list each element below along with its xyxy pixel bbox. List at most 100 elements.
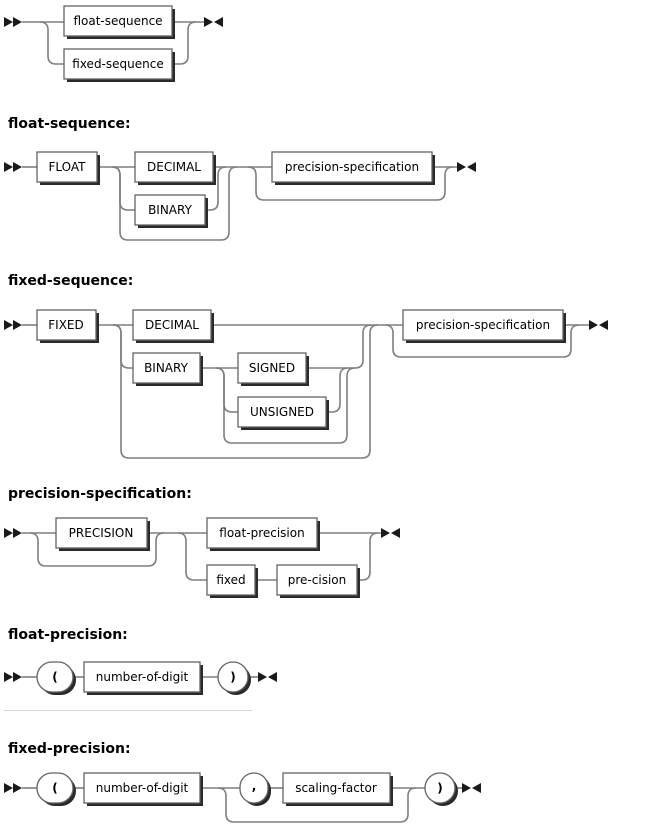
- box-number-of-digit: number-of-digit: [83, 661, 203, 695]
- box-frame: [282, 772, 391, 804]
- diagram-precision-specification: PRECISION float-precision fixed pre-cisi…: [4, 517, 400, 598]
- branch-connector: [215, 367, 238, 413]
- box-frame: [132, 352, 201, 384]
- bypass-connector: [29, 532, 165, 567]
- box-decimal: DECIMAL: [134, 151, 216, 185]
- box-frame: [217, 661, 249, 693]
- box-label: fixed-sequence: [72, 57, 163, 71]
- box-label: PRECISION: [69, 526, 134, 540]
- box-frame: [134, 194, 206, 226]
- start-arrow-icon: [4, 783, 22, 793]
- box-frame: [132, 309, 212, 341]
- box-decimal: DECIMAL: [132, 309, 214, 343]
- terminal-close-paren: ): [424, 772, 458, 806]
- box-frame: [83, 661, 201, 693]
- diagram-float-precision: ( number-of-digit ): [4, 661, 277, 695]
- bypass-connector: [384, 324, 580, 358]
- terminal-label: ): [230, 670, 235, 684]
- terminal-label: (: [52, 670, 57, 684]
- box-signed: SIGNED: [237, 352, 309, 386]
- start-arrow-icon: [4, 17, 22, 27]
- box-label: DECIMAL: [145, 318, 199, 332]
- merge-connector: [357, 532, 379, 581]
- end-arrow-icon: [258, 672, 277, 682]
- box-label: FLOAT: [48, 160, 86, 174]
- heading-precision-specification: precision-specification:: [8, 486, 192, 502]
- terminal-label: ): [437, 781, 442, 795]
- box-frame: [63, 5, 173, 37]
- start-arrow-icon: [4, 672, 22, 682]
- terminal-comma: ,: [239, 772, 271, 806]
- bypass-connector: [217, 787, 417, 823]
- box-label: BINARY: [148, 203, 193, 217]
- terminal-open-paren: (: [36, 661, 76, 695]
- box-frame: [276, 564, 358, 596]
- box-label: precision-specification: [285, 160, 419, 174]
- box-float: FLOAT: [36, 151, 100, 185]
- box-label: pre-cision: [288, 573, 346, 587]
- box-frame: [206, 517, 318, 549]
- box-frame: [237, 396, 327, 428]
- box-label: number-of-digit: [96, 670, 189, 684]
- section-divider: [4, 710, 252, 711]
- box-frame: [271, 151, 433, 183]
- box-number-of-digit: number-of-digit: [83, 772, 203, 806]
- terminal-open-paren: (: [36, 772, 76, 806]
- box-frame: [55, 517, 148, 549]
- box-frame: [206, 564, 256, 596]
- terminal-label: (: [52, 781, 57, 795]
- box-label: DECIMAL: [147, 160, 201, 174]
- merge-connector: [348, 324, 372, 369]
- box-frame: [63, 48, 173, 80]
- box-frame: [424, 772, 456, 804]
- box-float-sequence: float-sequence: [63, 5, 175, 39]
- end-arrow-icon: [462, 783, 481, 793]
- box-binary: BINARY: [134, 194, 208, 228]
- box-precision-specification: precision-specification: [271, 151, 435, 185]
- heading-fixed-sequence: fixed-sequence:: [8, 273, 134, 289]
- box-fixed: fixed: [206, 564, 258, 598]
- diagram-fixed-precision: ( number-of-digit , scaling-factor ): [4, 772, 481, 823]
- end-arrow-icon: [589, 320, 608, 330]
- terminal-close-paren: ): [217, 661, 251, 695]
- box-frame: [36, 661, 74, 693]
- merge-connector: [205, 166, 227, 211]
- box-frame: [402, 309, 564, 341]
- box-label: scaling-factor: [295, 781, 377, 795]
- terminal-label: ,: [252, 779, 257, 793]
- heading-fixed-precision: fixed-precision:: [8, 741, 131, 757]
- box-pre-cision: pre-cision: [276, 564, 360, 598]
- end-arrow-icon: [457, 162, 476, 172]
- box-label: FIXED: [48, 318, 83, 332]
- box-unsigned: UNSIGNED: [237, 396, 329, 430]
- box-precision: PRECISION: [55, 517, 150, 551]
- bypass-connector: [112, 324, 379, 459]
- branch-connector: [111, 166, 135, 211]
- diagram-overview: float-sequence fixed-sequence: [4, 5, 223, 82]
- bypass-connector: [111, 166, 238, 241]
- box-fixed: FIXED: [36, 309, 99, 343]
- box-frame: [134, 151, 214, 183]
- box-frame: [36, 772, 74, 804]
- merge-connector: [172, 21, 197, 65]
- diagram-fixed-sequence: FIXED DECIMAL BINARY SIGNED UNSIGNED pre…: [4, 309, 608, 459]
- box-label: UNSIGNED: [250, 405, 314, 419]
- heading-float-sequence: float-sequence:: [8, 116, 131, 132]
- box-frame: [36, 151, 98, 183]
- box-label: precision-specification: [416, 318, 550, 332]
- box-scaling-factor: scaling-factor: [282, 772, 393, 806]
- box-label: float-sequence: [73, 14, 162, 28]
- merge-connector: [326, 367, 349, 413]
- bypass-connector: [215, 367, 356, 444]
- branch-connector: [39, 21, 64, 65]
- box-binary: BINARY: [132, 352, 203, 386]
- end-arrow-icon: [381, 528, 400, 538]
- start-arrow-icon: [4, 528, 22, 538]
- start-arrow-icon: [4, 162, 22, 172]
- bypass-connector: [247, 166, 454, 201]
- end-arrow-icon: [204, 17, 223, 27]
- diagram-float-sequence: FLOAT DECIMAL BINARY precision-specifica…: [4, 151, 476, 241]
- box-label: float-precision: [219, 526, 304, 540]
- start-arrow-icon: [4, 320, 22, 330]
